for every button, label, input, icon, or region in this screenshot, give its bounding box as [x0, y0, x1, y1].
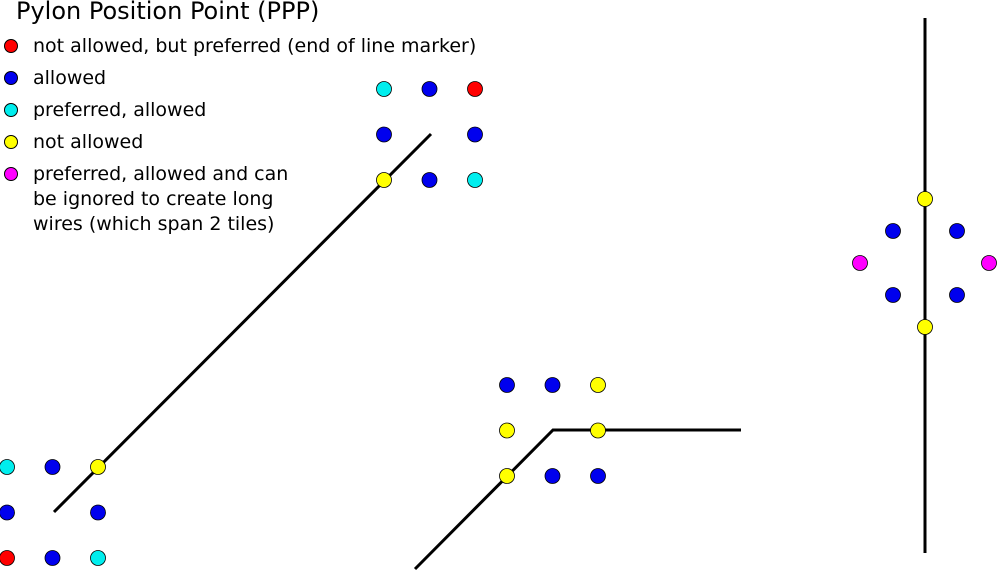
legend-item-red: not allowed, but preferred (end of line …: [0, 34, 520, 66]
ppp-dot-blue: [376, 126, 392, 143]
ppp-dot-blue: [44, 459, 61, 475]
ppp-dot-blue: [421, 172, 438, 188]
ppp-dot-blue: [0, 504, 15, 521]
ppp-dot-yellow: [590, 377, 606, 393]
legend-item-yellow: not allowed: [0, 130, 520, 162]
wire-diagonal: [52, 132, 433, 514]
legend-swatch-yellow: [4, 135, 18, 149]
ppp-dot-yellow: [917, 191, 933, 207]
legend-swatch-red: [4, 39, 18, 53]
ppp-dot-blue: [90, 504, 106, 521]
legend-label: not allowed: [33, 131, 144, 153]
legend: not allowed, but preferred (end of line …: [0, 34, 520, 237]
ppp-dot-blue: [949, 287, 965, 303]
ppp-dot-magenta: [852, 255, 868, 271]
ppp-dot-yellow: [917, 319, 933, 335]
legend-label: preferred, allowed: [33, 99, 207, 121]
ppp-dot-yellow: [499, 468, 515, 484]
diagram-title: Pylon Position Point (PPP): [16, 0, 320, 25]
ppp-dot-cyan: [467, 172, 483, 188]
ppp-dot-blue: [885, 223, 901, 239]
legend-swatch-blue: [4, 71, 18, 85]
ppp-dot-blue: [544, 377, 561, 393]
legend-item-blue: allowed: [0, 66, 520, 98]
ppp-dot-yellow: [499, 422, 515, 439]
ppp-dot-red: [0, 550, 15, 566]
ppp-dot-yellow: [590, 422, 606, 439]
legend-item-magenta: preferred, allowed and can be ignored to…: [0, 162, 520, 237]
ppp-dot-yellow: [376, 172, 392, 188]
legend-label: not allowed, but preferred (end of line …: [33, 35, 477, 57]
ppp-dot-cyan: [90, 550, 106, 566]
wire-bend: [413, 428, 741, 571]
ppp-dot-blue: [499, 377, 515, 393]
legend-swatch-magenta: [4, 167, 18, 181]
ppp-dot-cyan: [376, 81, 392, 97]
ppp-dot-red: [467, 81, 483, 97]
ppp-dot-blue: [590, 468, 606, 484]
ppp-dot-cyan: [0, 459, 15, 475]
ppp-dot-blue: [421, 81, 438, 97]
legend-label: preferred, allowed and can be ignored to…: [33, 163, 289, 235]
legend-item-cyan: preferred, allowed: [0, 98, 520, 130]
ppp-dot-blue: [44, 550, 61, 566]
legend-label: allowed: [33, 67, 107, 89]
ppp-dot-magenta: [981, 255, 997, 271]
ppp-dot-blue: [467, 126, 483, 143]
ppp-dot-blue: [949, 223, 965, 239]
ppp-dot-blue: [544, 468, 561, 484]
ppp-dot-blue: [885, 287, 901, 303]
legend-swatch-cyan: [4, 103, 18, 117]
ppp-dot-yellow: [90, 459, 106, 475]
